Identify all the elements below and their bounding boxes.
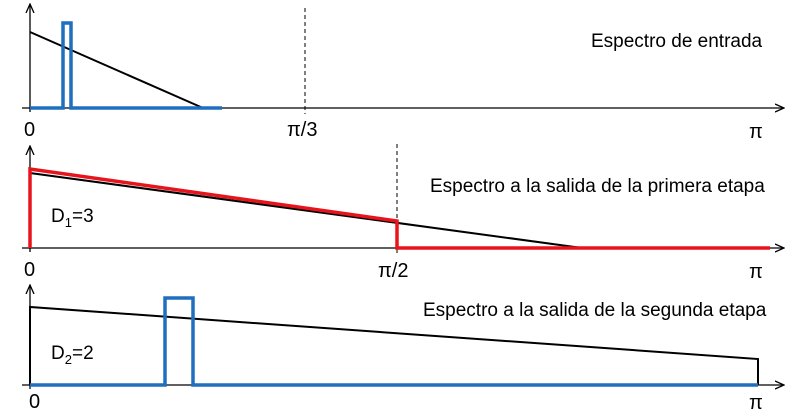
stage2-spectrum-trapezoid: [29, 305, 759, 385]
panel-first-stage-spectrum: Espectro a la salida de la primera etapa…: [22, 144, 783, 283]
panel-second-stage-spectrum: Espectro a la salida de la segunda etapa…: [22, 286, 783, 413]
input-narrowband-signal: [30, 21, 222, 110]
stage2-narrowband-signal: [30, 296, 758, 387]
tick-zero: 0: [24, 259, 35, 281]
panel-title: Espectro a la salida de la primera etapa: [430, 176, 765, 197]
input-spectrum-triangle: [29, 31, 204, 109]
stage1-filter-response: [28, 166, 770, 250]
decimation-factor-label: D1=3: [51, 206, 94, 230]
panel-title: Espectro de entrada: [591, 31, 763, 52]
tick-zero: 0: [29, 391, 40, 413]
tick-pi-half: π/2: [378, 260, 408, 282]
decimation-factor-label: D2=2: [51, 343, 94, 367]
tick-pi-third: π/3: [287, 119, 317, 141]
tick-pi: π: [749, 121, 763, 143]
tick-zero: 0: [24, 119, 35, 141]
panel-title: Espectro a la salida de la segunda etapa: [423, 300, 767, 321]
tick-pi: π: [749, 392, 763, 413]
stage1-spectrum-triangle: [29, 172, 583, 249]
tick-pi: π: [749, 261, 763, 283]
panel-input-spectrum: Espectro de entrada 0 π/3 π: [22, 5, 783, 143]
